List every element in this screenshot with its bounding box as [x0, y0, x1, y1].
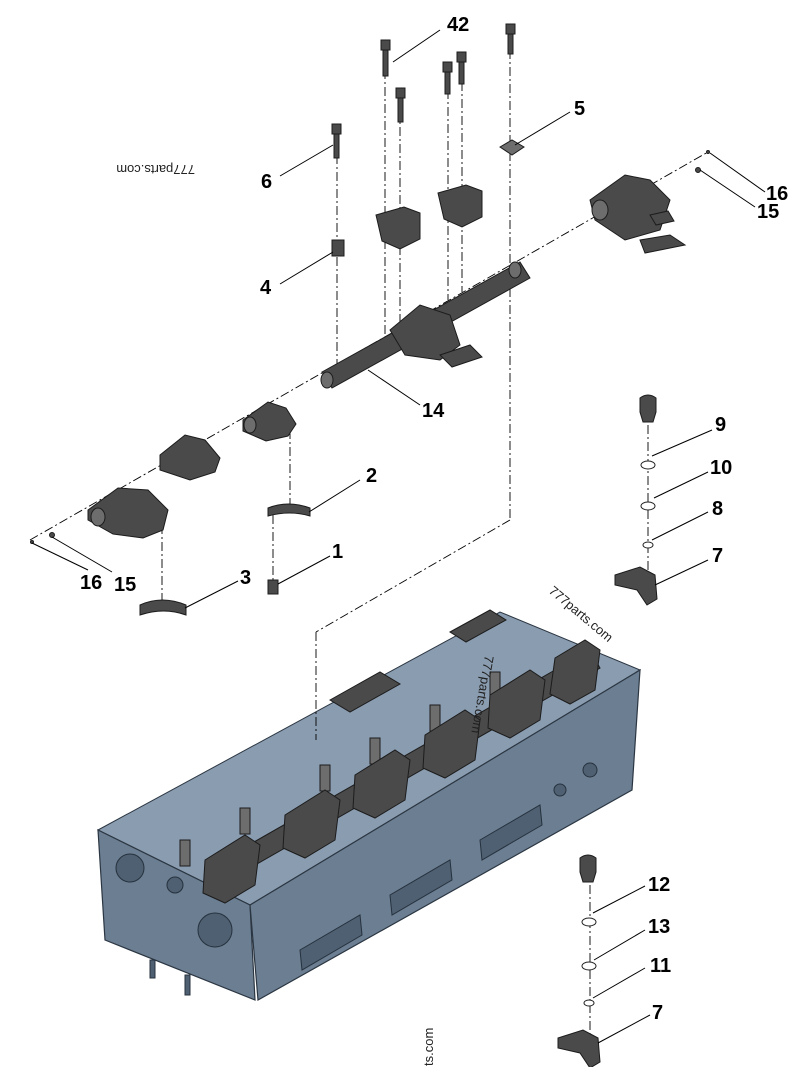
rocker-arm-left-3: [242, 401, 297, 442]
callout-16-left: 16: [80, 572, 102, 594]
plug-assembly-lower: [557, 854, 601, 1067]
callout-16-right: 16: [766, 183, 788, 205]
rocker-arm-left-1: [87, 487, 169, 539]
cylinder-head-block: [96, 609, 642, 1001]
callout-7-lower: 7: [652, 1002, 663, 1024]
assembled-rocker-arms: [202, 609, 601, 904]
valve-bridge-3: [139, 599, 187, 616]
callout-numbers: 42 5 6 16 15 4 14 9 10 8 7 2 1 3 16 15 1…: [80, 14, 788, 1024]
callout-2: 2: [366, 465, 377, 487]
callout-9: 9: [715, 414, 726, 436]
callout-4: 4: [260, 277, 272, 299]
rocker-shaft-14: [320, 261, 531, 389]
callout-15-left: 15: [114, 574, 136, 596]
adjusting-screw-1: [267, 579, 279, 595]
callout-8: 8: [712, 498, 723, 520]
callout-15-right: 15: [757, 201, 779, 223]
callout-42: 42: [447, 14, 469, 36]
nut-4: [331, 239, 345, 257]
callout-14: 14: [422, 400, 445, 422]
shaft-support-right: [437, 184, 483, 228]
callout-10: 10: [710, 457, 732, 479]
callout-11: 11: [650, 955, 671, 977]
rocker-arm-left-2: [159, 434, 221, 481]
callout-6: 6: [261, 171, 272, 193]
plug-assembly-upper: [614, 394, 658, 606]
callout-12: 12: [648, 874, 670, 896]
leader-lines: [31, 29, 766, 1044]
watermark-bottom: ts.com: [421, 1028, 436, 1066]
callout-13: 13: [648, 916, 670, 938]
callout-7-upper: 7: [712, 545, 723, 567]
valve-bridge-2: [267, 503, 311, 517]
callout-5: 5: [574, 98, 585, 120]
shaft-support-left: [375, 206, 421, 250]
watermark-upper-left: 777parts.com: [116, 162, 195, 177]
rocker-arm-right: [589, 174, 687, 254]
callout-1: 1: [332, 541, 343, 563]
bolts-42: [331, 23, 516, 159]
callout-3: 3: [240, 567, 251, 589]
